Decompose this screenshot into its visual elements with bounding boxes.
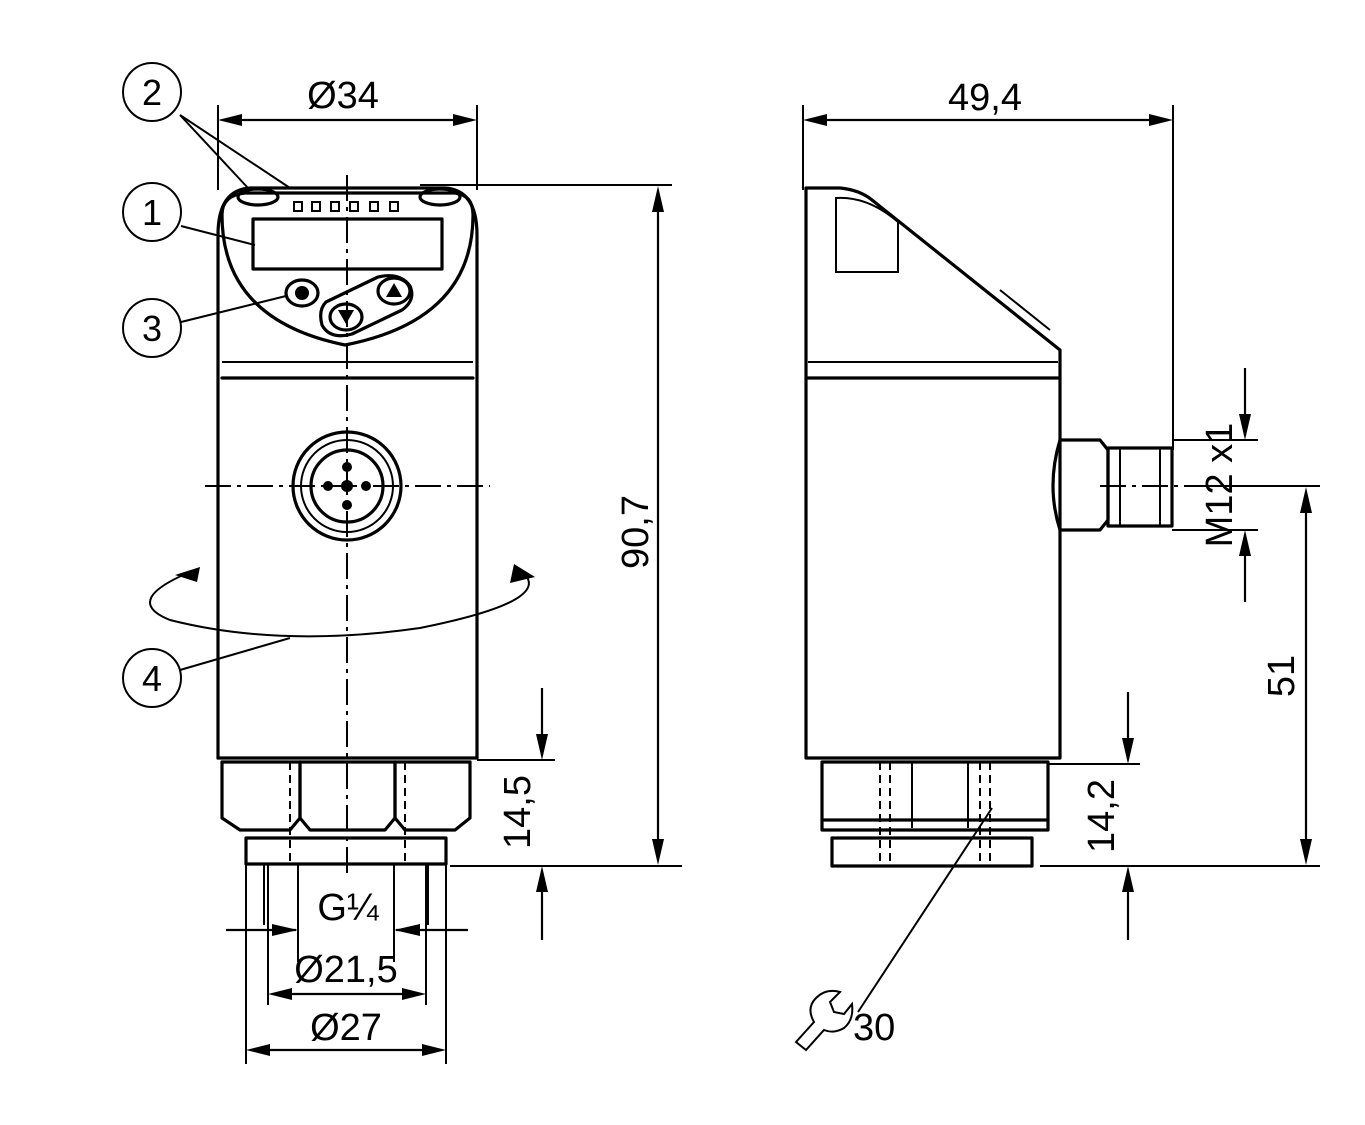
side-process-connection	[820, 760, 1050, 868]
dim-body-diameter: Ø34	[307, 75, 379, 117]
set-button	[284, 278, 320, 308]
dim-connector-height: 51	[1261, 655, 1303, 697]
side-body-outline	[804, 186, 1062, 760]
svg-text:2: 2	[142, 72, 162, 113]
dim-depth: 49,4	[948, 77, 1022, 119]
callout-4: 4	[122, 637, 291, 708]
callout-3: 3	[122, 295, 287, 358]
front-process-connection	[220, 760, 472, 925]
side-lens	[835, 196, 899, 273]
arrow-up-button-icon	[376, 276, 412, 306]
dim-thread: G¼	[317, 887, 380, 929]
display-head	[220, 191, 475, 347]
svg-text:4: 4	[142, 658, 162, 699]
dim-process-connection-height: 14,5	[497, 775, 539, 849]
svg-text:1: 1	[142, 192, 162, 233]
led-lens-left	[236, 187, 280, 207]
callout-1: 1	[122, 182, 256, 246]
callout-2: 2	[122, 62, 291, 189]
wrench-icon	[794, 989, 854, 1052]
button-pad	[319, 274, 414, 338]
svg-text:3: 3	[142, 308, 162, 349]
led-lens-right	[418, 187, 462, 207]
rotation-arrow	[149, 564, 535, 638]
dim-hex-height: 14,2	[1081, 779, 1123, 853]
wrench-size: 30	[853, 1007, 895, 1049]
dim-flange-diameter: Ø27	[310, 1007, 382, 1049]
dim-inner-diameter: Ø21,5	[294, 949, 398, 991]
front-view: Ø34 90,7 14,5 G¼ Ø21,5	[122, 62, 682, 1064]
side-view: 49,4 M12 x1 51 14,2 30	[794, 77, 1320, 1052]
dim-total-height: 90,7	[615, 495, 657, 569]
led-row	[293, 201, 399, 212]
